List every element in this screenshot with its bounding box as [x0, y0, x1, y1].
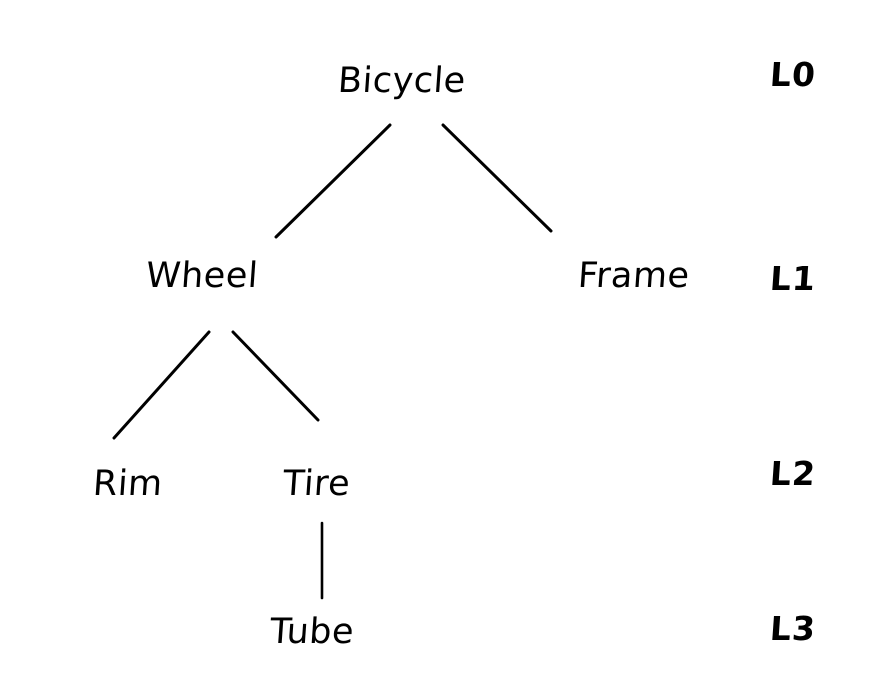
node-tube[interactable]: Tube — [268, 612, 356, 652]
level-label-l2: L2 — [768, 454, 818, 493]
level-label-l0: L0 — [768, 55, 818, 94]
level-label-l3: L3 — [768, 609, 818, 648]
level-label-l1: L1 — [768, 259, 818, 298]
edge-bicycle-frame — [441, 123, 553, 233]
node-bicycle[interactable]: Bicycle — [336, 61, 468, 101]
edge-bicycle-wheel — [274, 123, 392, 239]
edge-wheel-rim — [112, 330, 211, 440]
node-frame[interactable]: Frame — [576, 256, 691, 296]
node-rim[interactable]: Rim — [91, 464, 165, 504]
node-tire[interactable]: Tire — [281, 464, 352, 504]
edge-wheel-tire — [231, 330, 320, 422]
node-wheel[interactable]: Wheel — [144, 256, 260, 296]
